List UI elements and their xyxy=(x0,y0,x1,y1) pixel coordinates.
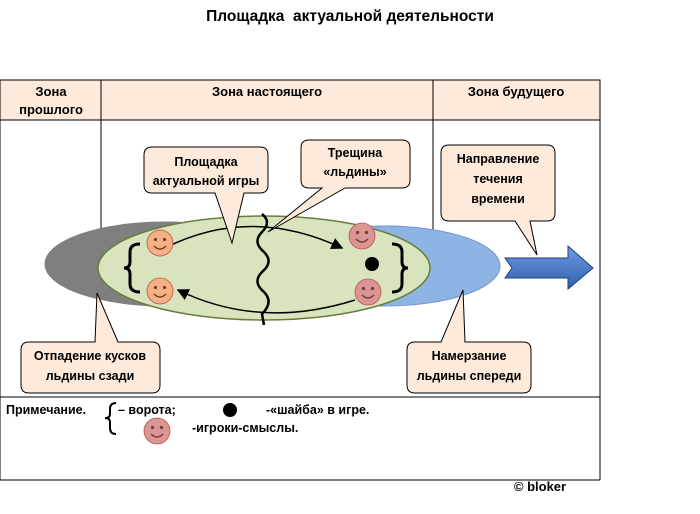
callout-direction: Направление течения времени xyxy=(440,144,556,256)
flow-arrow-top xyxy=(164,225,344,249)
svg-text:Трещина: Трещина xyxy=(328,146,384,160)
zone-past-line2: прошлого xyxy=(19,102,83,117)
svg-text:Направление: Направление xyxy=(457,152,540,166)
smiley-icon xyxy=(146,277,174,305)
time-arrow-icon xyxy=(504,244,594,291)
svg-text:«льдины»: «льдины» xyxy=(323,165,386,179)
svg-text:течения: течения xyxy=(473,172,523,186)
crack-line-icon xyxy=(256,213,270,326)
zone-table xyxy=(0,79,601,481)
legend-note: Примечание. xyxy=(6,403,86,417)
smiley-icon xyxy=(354,278,382,306)
callout-falling: Отпадение кусков льдины сзади xyxy=(20,292,161,394)
zone-present-label: Зона настоящего xyxy=(212,84,322,99)
header-row xyxy=(0,79,601,121)
smiley-icon xyxy=(348,222,376,250)
legend-players: -игроки-смыслы. xyxy=(192,421,298,435)
smiley-icon xyxy=(143,417,171,445)
callout-crack: Трещина «льдины» xyxy=(267,139,411,233)
gate-bracket-icon xyxy=(104,402,117,435)
zone-future-label: Зона будущего xyxy=(468,84,565,99)
smiley-icon xyxy=(146,229,174,257)
svg-text:Отпадение кусков: Отпадение кусков xyxy=(34,349,146,363)
svg-text:льдины сзади: льдины сзади xyxy=(46,369,135,383)
legend-gates: – ворота; xyxy=(118,403,176,417)
zone-past-line1: Зона xyxy=(35,84,67,99)
svg-text:времени: времени xyxy=(471,192,525,206)
puck-icon xyxy=(365,257,379,271)
svg-text:Площадка: Площадка xyxy=(174,155,238,169)
gate-bracket-icon xyxy=(391,242,409,294)
puck-icon xyxy=(223,403,237,417)
svg-text:актуальной игры: актуальной игры xyxy=(153,174,260,188)
legend-puck: -«шайба» в игре. xyxy=(266,403,369,417)
callout-freezing: Намерзание льдины спереди xyxy=(406,289,532,394)
page-title: Площадка актуальной деятельности xyxy=(206,8,494,25)
callout-platform: Площадка актуальной игры xyxy=(143,146,269,245)
gate-bracket-icon xyxy=(123,242,141,294)
svg-text:Намерзание: Намерзание xyxy=(432,349,507,363)
legend: Примечание. – ворота; -«шайба» в игре. -… xyxy=(6,402,369,445)
copyright: © bloker xyxy=(514,479,566,494)
svg-text:льдины спереди: льдины спереди xyxy=(417,369,522,383)
